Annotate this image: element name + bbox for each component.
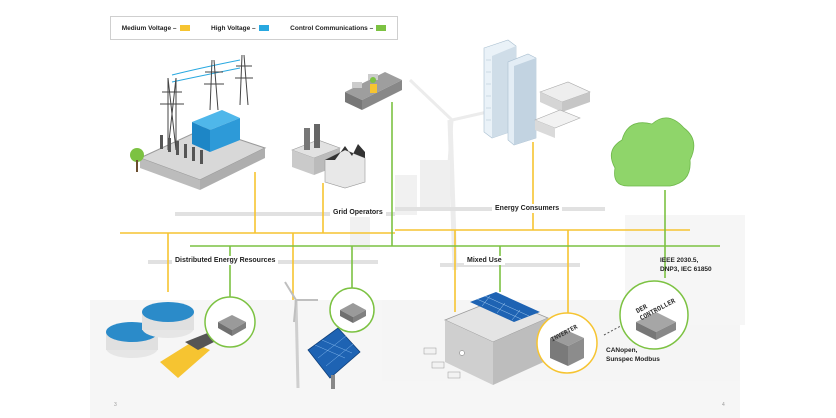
legend-label-control: Control Communications – <box>290 24 374 32</box>
protocol-canopen-line2: Sunspec Modbus <box>606 356 660 363</box>
label-grid-operators: Grid Operators <box>330 208 386 217</box>
der-device-2-icon <box>340 303 366 323</box>
storage-tanks-illustration <box>106 302 222 378</box>
cloud-illustration <box>610 117 695 187</box>
transmission-lines <box>171 59 241 83</box>
label-mixed-use: Mixed Use <box>464 256 505 265</box>
legend-swatch-high-voltage <box>258 25 269 31</box>
protocol-note-canopen: CANopen, Sunspec Modbus <box>606 346 660 364</box>
page-number-left: 3 <box>114 402 117 408</box>
protocol-ieee-line2: DNP3, IEC 61850 <box>660 266 712 273</box>
protocol-ieee-line1: IEEE 2030.5, <box>660 257 699 264</box>
page-number-right: 4 <box>722 402 725 408</box>
control-lines <box>190 102 720 336</box>
legend-item-high-voltage: High Voltage – <box>211 25 269 32</box>
label-distributed-energy-resources: Distributed Energy Resources <box>172 256 279 265</box>
protocol-note-ieee: IEEE 2030.5, DNP3, IEC 61850 <box>660 256 712 274</box>
inverter-icon <box>550 330 584 366</box>
der-controller-icon <box>636 312 676 340</box>
legend-item-medium-voltage: Medium Voltage – <box>122 25 190 32</box>
der-device-1-icon <box>218 315 246 336</box>
mixed-use-building-illustration <box>423 292 550 385</box>
legend-item-control: Control Communications – <box>290 24 387 32</box>
office-buildings-illustration <box>483 39 591 146</box>
legend-label-medium-voltage: Medium Voltage – <box>121 24 177 32</box>
substation-illustration <box>130 54 267 190</box>
protocol-canopen-line1: CANopen, <box>606 347 638 354</box>
wind-solar-illustration <box>284 281 361 389</box>
control-room-illustration <box>345 72 402 110</box>
legend: Medium Voltage – High Voltage – Control … <box>110 16 398 40</box>
factory-illustration <box>291 124 366 189</box>
legend-swatch-medium-voltage <box>179 25 190 31</box>
label-energy-consumers: Energy Consumers <box>492 204 563 213</box>
medium-voltage-lines <box>120 142 690 330</box>
legend-swatch-control <box>376 25 387 31</box>
legend-label-high-voltage: High Voltage – <box>211 24 256 32</box>
